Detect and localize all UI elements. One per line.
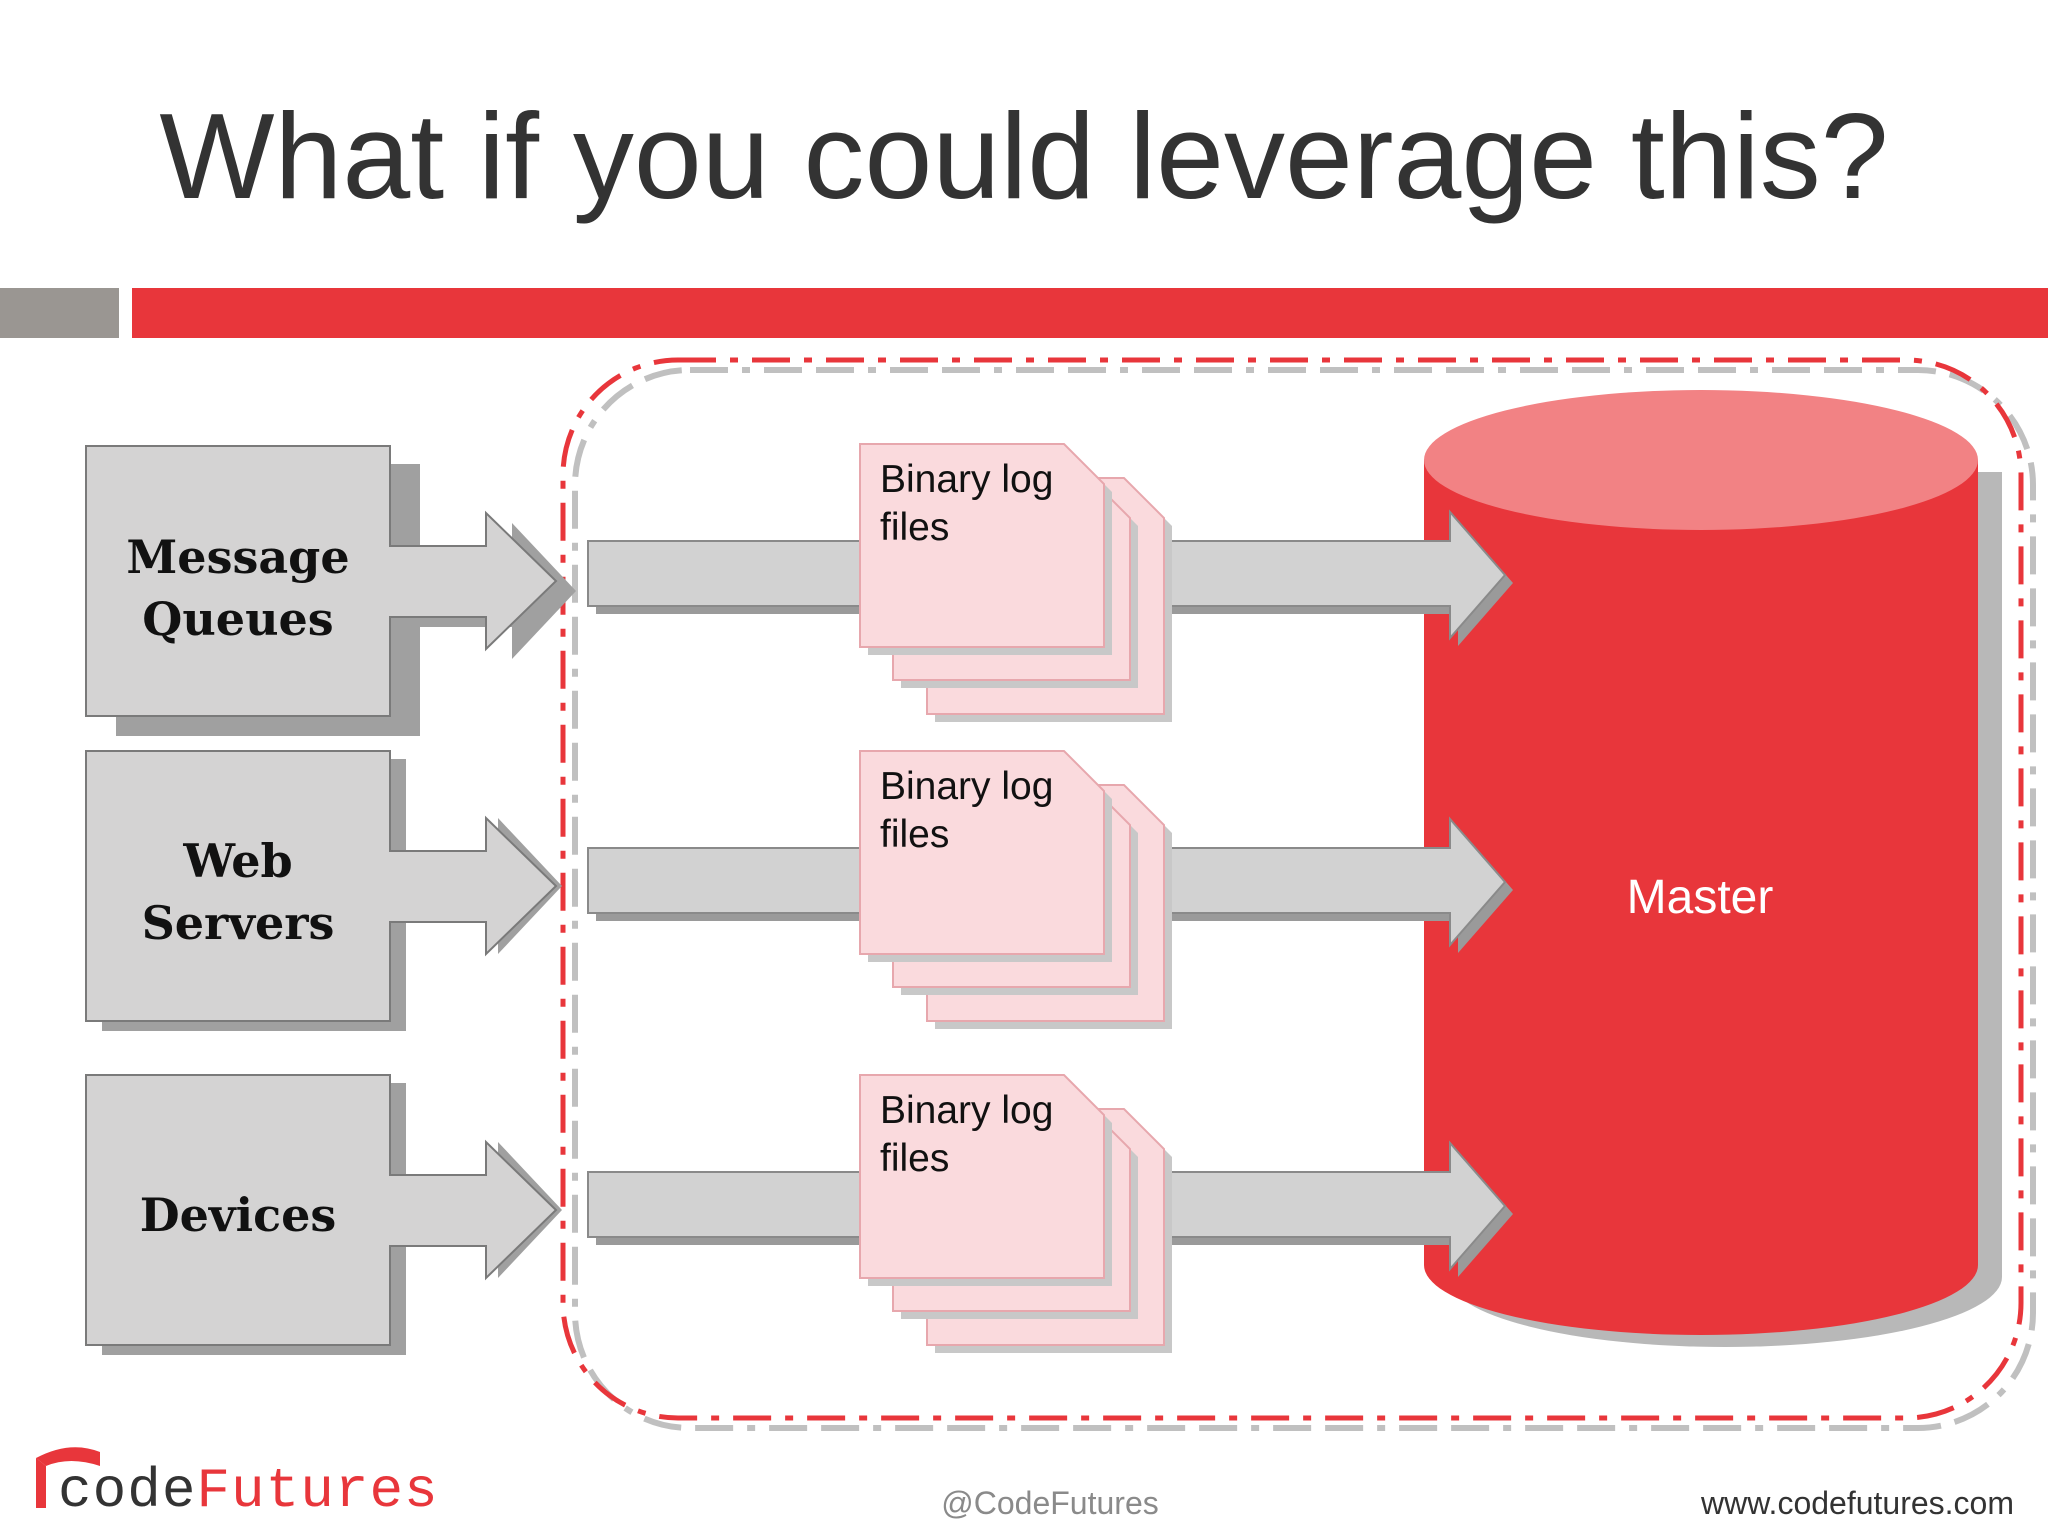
master-cylinder — [1424, 390, 2002, 1347]
slide-title: What if you could leverage this? — [159, 88, 1889, 224]
codefutures-logo: codeFutures — [58, 1459, 439, 1523]
codefutures-logo-icon — [36, 1447, 100, 1508]
header-bar-red — [132, 288, 2048, 338]
website-url: www.codefutures.com — [1700, 1485, 2014, 1521]
source-label-devices: Devices — [139, 1188, 337, 1242]
twitter-handle: @CodeFutures — [941, 1485, 1159, 1521]
container-shadow — [572, 367, 2036, 1431]
header-bar-gray — [0, 288, 119, 338]
source-label-message-queues: Message Queues — [126, 530, 350, 646]
source-box-web-servers — [85, 750, 562, 1031]
log-file-label-3: Binary log files — [880, 1089, 1054, 1180]
source-box-message-queues — [85, 445, 576, 736]
source-label-web-servers: Web Servers — [141, 834, 335, 950]
log-file-stack-1 — [859, 443, 1172, 722]
log-file-label-2: Binary log files — [880, 765, 1054, 856]
master-label: Master — [1626, 871, 1774, 924]
log-file-stack-2 — [859, 750, 1172, 1029]
log-file-stack-3 — [859, 1074, 1172, 1353]
log-file-label-1: Binary log files — [880, 458, 1054, 549]
dashed-container — [560, 357, 2024, 1421]
source-box-devices — [85, 1074, 562, 1355]
